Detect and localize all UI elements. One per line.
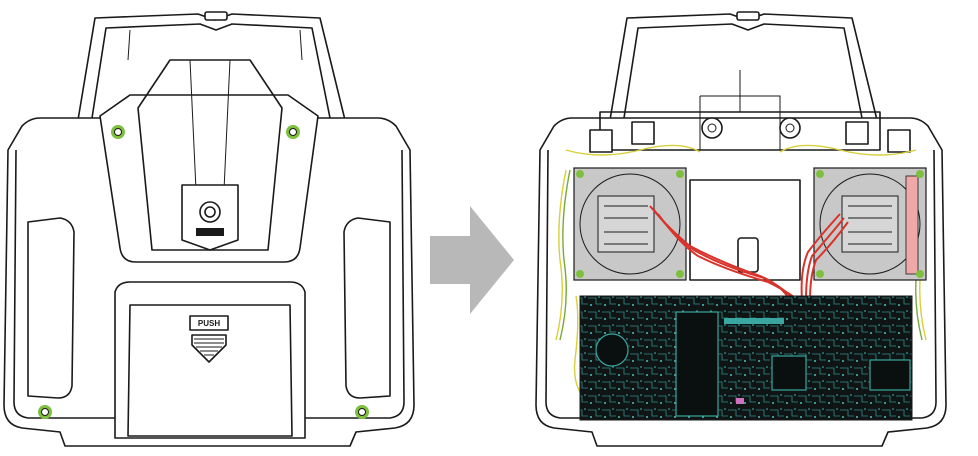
screw-top-left — [111, 125, 125, 139]
screw-top-right — [286, 125, 300, 139]
trim-pot-right — [779, 117, 801, 139]
gimbal-left — [573, 167, 687, 281]
trim-pot-left — [701, 117, 723, 139]
upper-bezel — [99, 94, 319, 263]
screw-bottom-right — [355, 405, 369, 419]
center-frame — [689, 179, 801, 281]
pink-bar — [905, 175, 919, 275]
transmitter-front-closed: PUSH — [3, 11, 415, 447]
main-pcb — [579, 295, 913, 421]
screw-bottom-left — [38, 405, 52, 419]
push-latch[interactable] — [189, 315, 229, 331]
transmitter-open — [535, 11, 947, 447]
arrow-icon — [430, 206, 514, 314]
right-grip — [343, 217, 391, 399]
red-wires — [649, 205, 849, 301]
left-grip — [27, 217, 75, 399]
push-label: PUSH — [198, 319, 220, 328]
gimbal-right — [813, 167, 927, 281]
open-carry-handle — [609, 13, 878, 121]
